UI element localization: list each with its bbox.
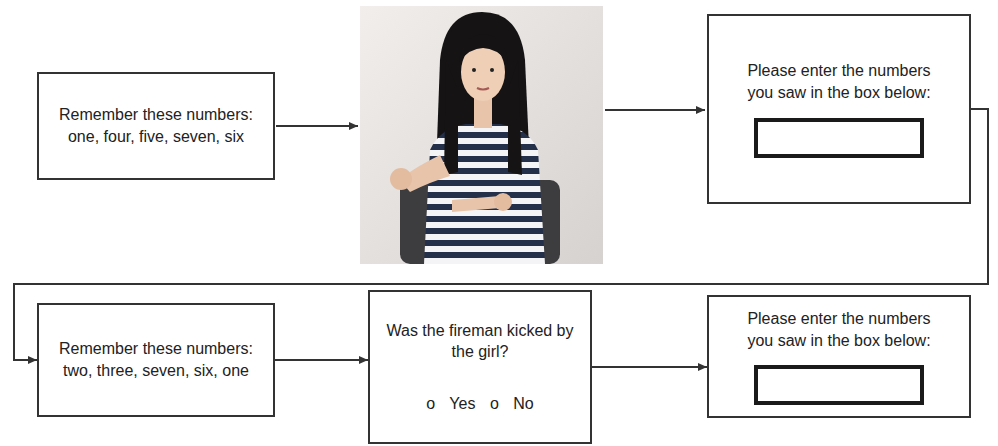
flow-arrow	[275, 359, 368, 361]
mouth	[477, 88, 489, 90]
striped-shirt	[424, 124, 545, 264]
recall-box: Please enter the numbers you saw in the …	[707, 14, 971, 204]
hand	[494, 193, 512, 211]
memory-prompt-box: Remember these numbers: one, four, five,…	[37, 72, 275, 180]
box-text: Please enter the numbers you saw in the …	[737, 60, 941, 103]
neck	[474, 98, 492, 128]
hair-front	[444, 60, 458, 175]
box-text: Please enter the numbers you saw in the …	[737, 308, 941, 351]
flow-arrow	[592, 366, 707, 368]
eye	[490, 68, 494, 72]
memory-prompt-box: Remember these numbers: two, three, seve…	[37, 303, 275, 417]
box-text: Remember these numbers: two, three, seve…	[57, 338, 255, 381]
question-box: Was the fireman kicked by the girl? o Yes…	[368, 290, 592, 444]
eye	[472, 68, 476, 72]
photo-background	[360, 6, 603, 264]
hair-front	[508, 60, 522, 175]
answer-field	[754, 118, 924, 158]
answer-field	[754, 365, 924, 405]
fist	[390, 168, 412, 190]
box-text: Remember these numbers: one, four, five,…	[57, 104, 255, 147]
recall-box: Please enter the numbers you saw in the …	[707, 295, 971, 418]
box-text: Was the fireman kicked by the girl?	[380, 320, 580, 363]
arm	[452, 196, 500, 212]
fringe	[459, 34, 508, 62]
flow-arrow	[276, 125, 358, 127]
answer-options: o Yes o No	[426, 393, 533, 415]
flow-arrow	[605, 109, 705, 111]
